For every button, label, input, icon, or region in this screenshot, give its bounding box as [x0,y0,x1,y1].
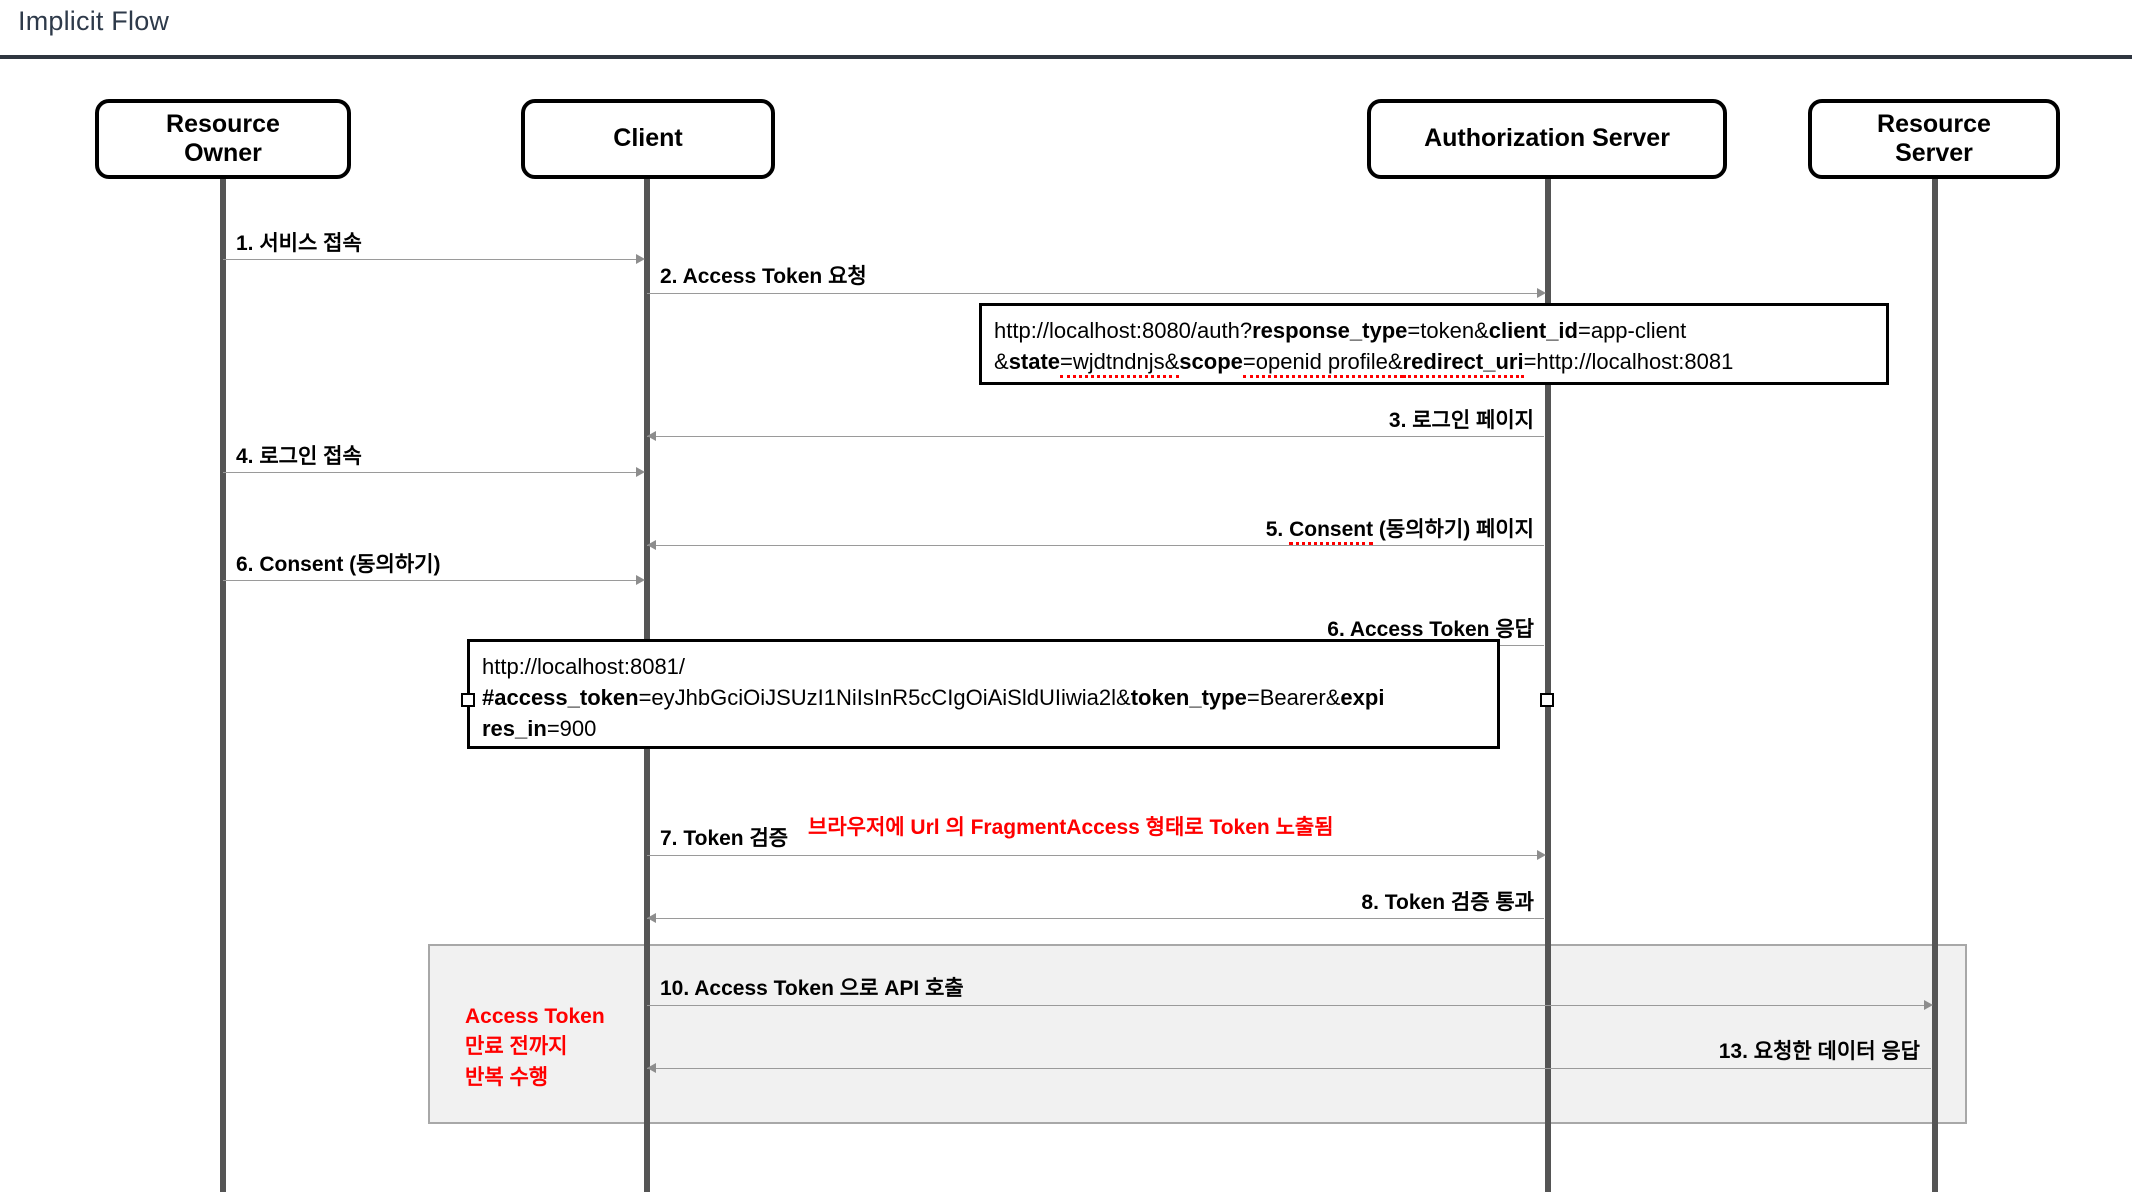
loop-label-line-3: 반복 수행 [465,1065,549,1089]
participant-label-authorization-server: Authorization Server [1424,124,1670,153]
param-access-token-value: =eyJhbGciOiJSUzI1NiIsInR5cCIgOiAiSldUIiw… [638,685,1131,711]
annotation-fragment-warning: 브라우저에 Url 의 FragmentAccess 형태로 Token 노출됨 [808,816,1334,839]
param-redirect-uri: redirect_uri [1402,349,1524,379]
page-title: Implicit Flow [18,6,170,36]
loop-fragment-label: Access Token 만료 전까지 반복 수행 [465,1002,665,1093]
message-arrow-1 [636,254,645,264]
participant-label-client: Client [613,124,683,153]
participant-client[interactable]: Client [521,99,775,179]
participant-authorization-server[interactable]: Authorization Server [1367,99,1727,179]
note-token-line-2: #access_token=eyJhbGciOiJSUzI1NiIsInR5cC… [482,682,1485,713]
message-line-3 [647,436,1544,437]
amp-1: & [994,349,1009,375]
param-client-id: client_id [1488,318,1578,343]
note-token-line-3: res_in=900 [482,713,1485,744]
message-arrow-11 [647,1063,656,1073]
message-label-10: 10. Access Token 으로 API 호출 [660,977,964,1000]
lifeline-authorization-server [1545,177,1551,1192]
param-expires-in-part1: expi [1340,685,1385,711]
message-arrow-8 [1537,850,1546,860]
message-label-4: 4. 로그인 접속 [236,445,362,468]
message-label-9: 8. Token 검증 통과 [1361,891,1534,914]
note-anchor-right [1540,693,1554,707]
message-arrow-3 [647,431,656,441]
message-arrow-10 [1924,1000,1933,1010]
note-anchor-left [461,693,475,707]
message-arrow-5 [647,540,656,550]
param-redirect-uri-value: =http://localhost:8081 [1523,349,1734,375]
param-client-id-value: =app-client [1577,318,1687,343]
param-response-type-value: =token& [1407,318,1489,343]
loop-fragment-block [428,944,1967,1124]
message-arrow-2 [1537,288,1546,298]
param-token-type-value: =Bearer& [1246,685,1341,711]
message-line-2 [647,293,1544,294]
message-line-6 [223,580,643,581]
message-line-1 [223,259,643,260]
message-label-5-prefix: 5. [1265,518,1290,541]
param-expires-in-value: =900 [546,716,597,742]
message-label-11: 13. 요청한 데이터 응답 [1718,1040,1920,1063]
message-line-8 [647,855,1544,856]
message-label-8: 7. Token 검증 [660,827,789,850]
lifeline-resource-owner [220,177,226,1192]
message-line-4 [223,472,643,473]
note-authorization-request: http://localhost:8080/auth?response_type… [979,303,1889,385]
message-line-11 [647,1068,1931,1069]
param-scope-value: =openid profile& [1242,349,1403,379]
message-line-5 [647,545,1544,546]
message-arrow-4 [636,467,645,477]
param-access-token: #access_token [482,685,639,711]
page-header: Implicit Flow [0,0,2132,59]
message-label-6: 6. Consent (동의하기) [236,553,441,576]
message-label-5-suffix: (동의하기) 페이지 [1373,518,1534,541]
message-label-5-consent-word: Consent [1289,518,1374,545]
message-arrow-6 [636,575,645,585]
message-label-5: 5. Consent (동의하기) 페이지 [884,513,1534,545]
param-token-type: token_type [1130,685,1247,711]
auth-url-base: http://localhost:8080/auth? [994,318,1253,343]
note-token-line-1: http://localhost:8081/ [482,654,686,679]
message-line-9 [647,918,1544,919]
message-label-2: 2. Access Token 요청 [660,265,867,288]
note-auth-request-line-1: http://localhost:8080/auth?response_type… [994,315,1874,346]
message-arrow-9 [647,913,656,923]
note-auth-request-line-2: &state=wjdtndnjs&scope=openid profile&re… [994,346,1874,379]
lifeline-resource-server [1932,177,1938,1192]
param-response-type: response_type [1252,318,1408,343]
message-line-10 [647,1005,1931,1006]
message-label-1: 1. 서비스 접속 [236,232,362,255]
param-expires-in-part2: res_in [482,716,547,742]
message-label-7: 6. Access Token 응답 [1327,618,1534,641]
param-scope: scope [1179,349,1243,375]
param-state-value: =wjdtndnjs& [1060,349,1180,379]
loop-label-line-1: Access Token [465,1005,605,1028]
message-label-3: 3. 로그인 페이지 [1388,409,1534,432]
note-token-fragment: http://localhost:8081/ #access_token=eyJ… [467,639,1500,749]
header-divider [0,55,2132,59]
param-state: state [1008,349,1061,375]
loop-label-line-2: 만료 전까지 [465,1035,568,1059]
